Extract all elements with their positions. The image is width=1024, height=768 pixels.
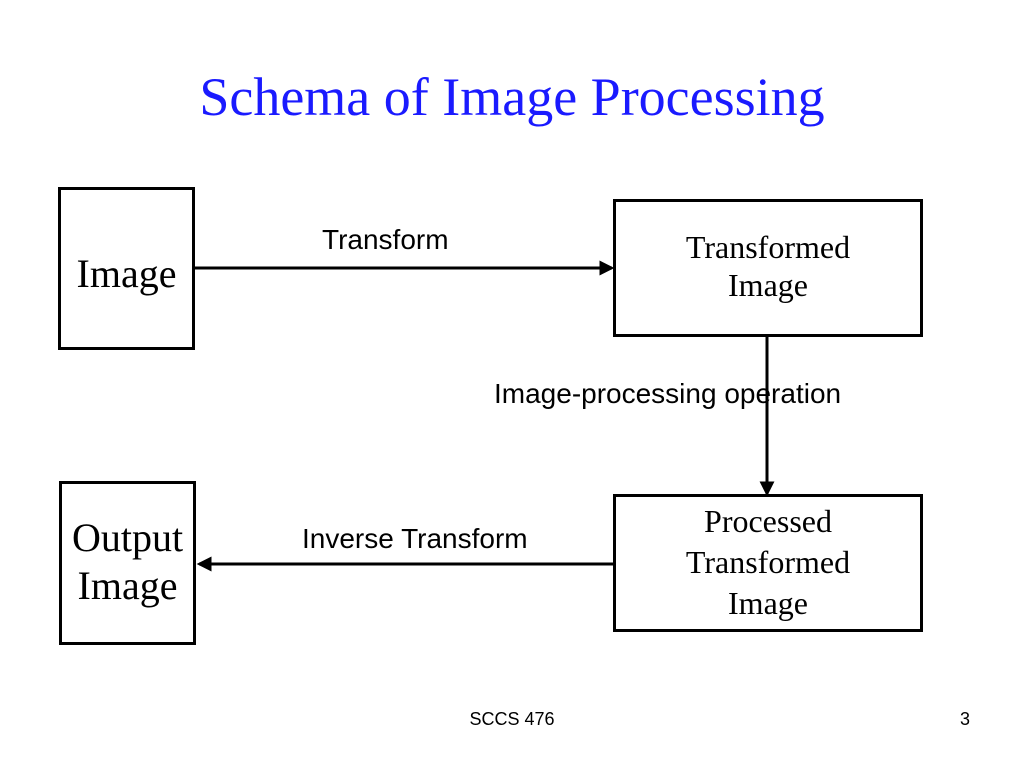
- image-box-label: Image: [76, 251, 177, 296]
- output-image-label-line-1: Output: [71, 515, 184, 560]
- slide-title: Schema of Image Processing: [199, 67, 825, 127]
- inverse-transform-label: Inverse Transform: [302, 523, 528, 554]
- footer-course-code: SCCS 476: [469, 709, 555, 729]
- processed-transformed-image-box: Processed Transformed Image: [613, 494, 923, 632]
- transformed-image-label-line-1: Transformed: [685, 229, 851, 265]
- image-box: Image: [58, 187, 195, 350]
- processed-transformed-image-label-line-2: Transformed: [685, 544, 851, 580]
- processed-transformed-image-label-line-3: Image: [728, 585, 808, 621]
- slide-page-number: 3: [959, 709, 970, 729]
- processed-transformed-image-label-line-1: Processed: [704, 503, 832, 539]
- image-processing-operation-label: Image-processing operation: [494, 378, 842, 409]
- transform-label: Transform: [322, 224, 449, 255]
- output-image-box: Output Image: [59, 481, 196, 645]
- transformed-image-label-line-2: Image: [728, 267, 808, 303]
- transformed-image-box: Transformed Image: [613, 199, 923, 337]
- output-image-label-line-2: Image: [77, 563, 178, 608]
